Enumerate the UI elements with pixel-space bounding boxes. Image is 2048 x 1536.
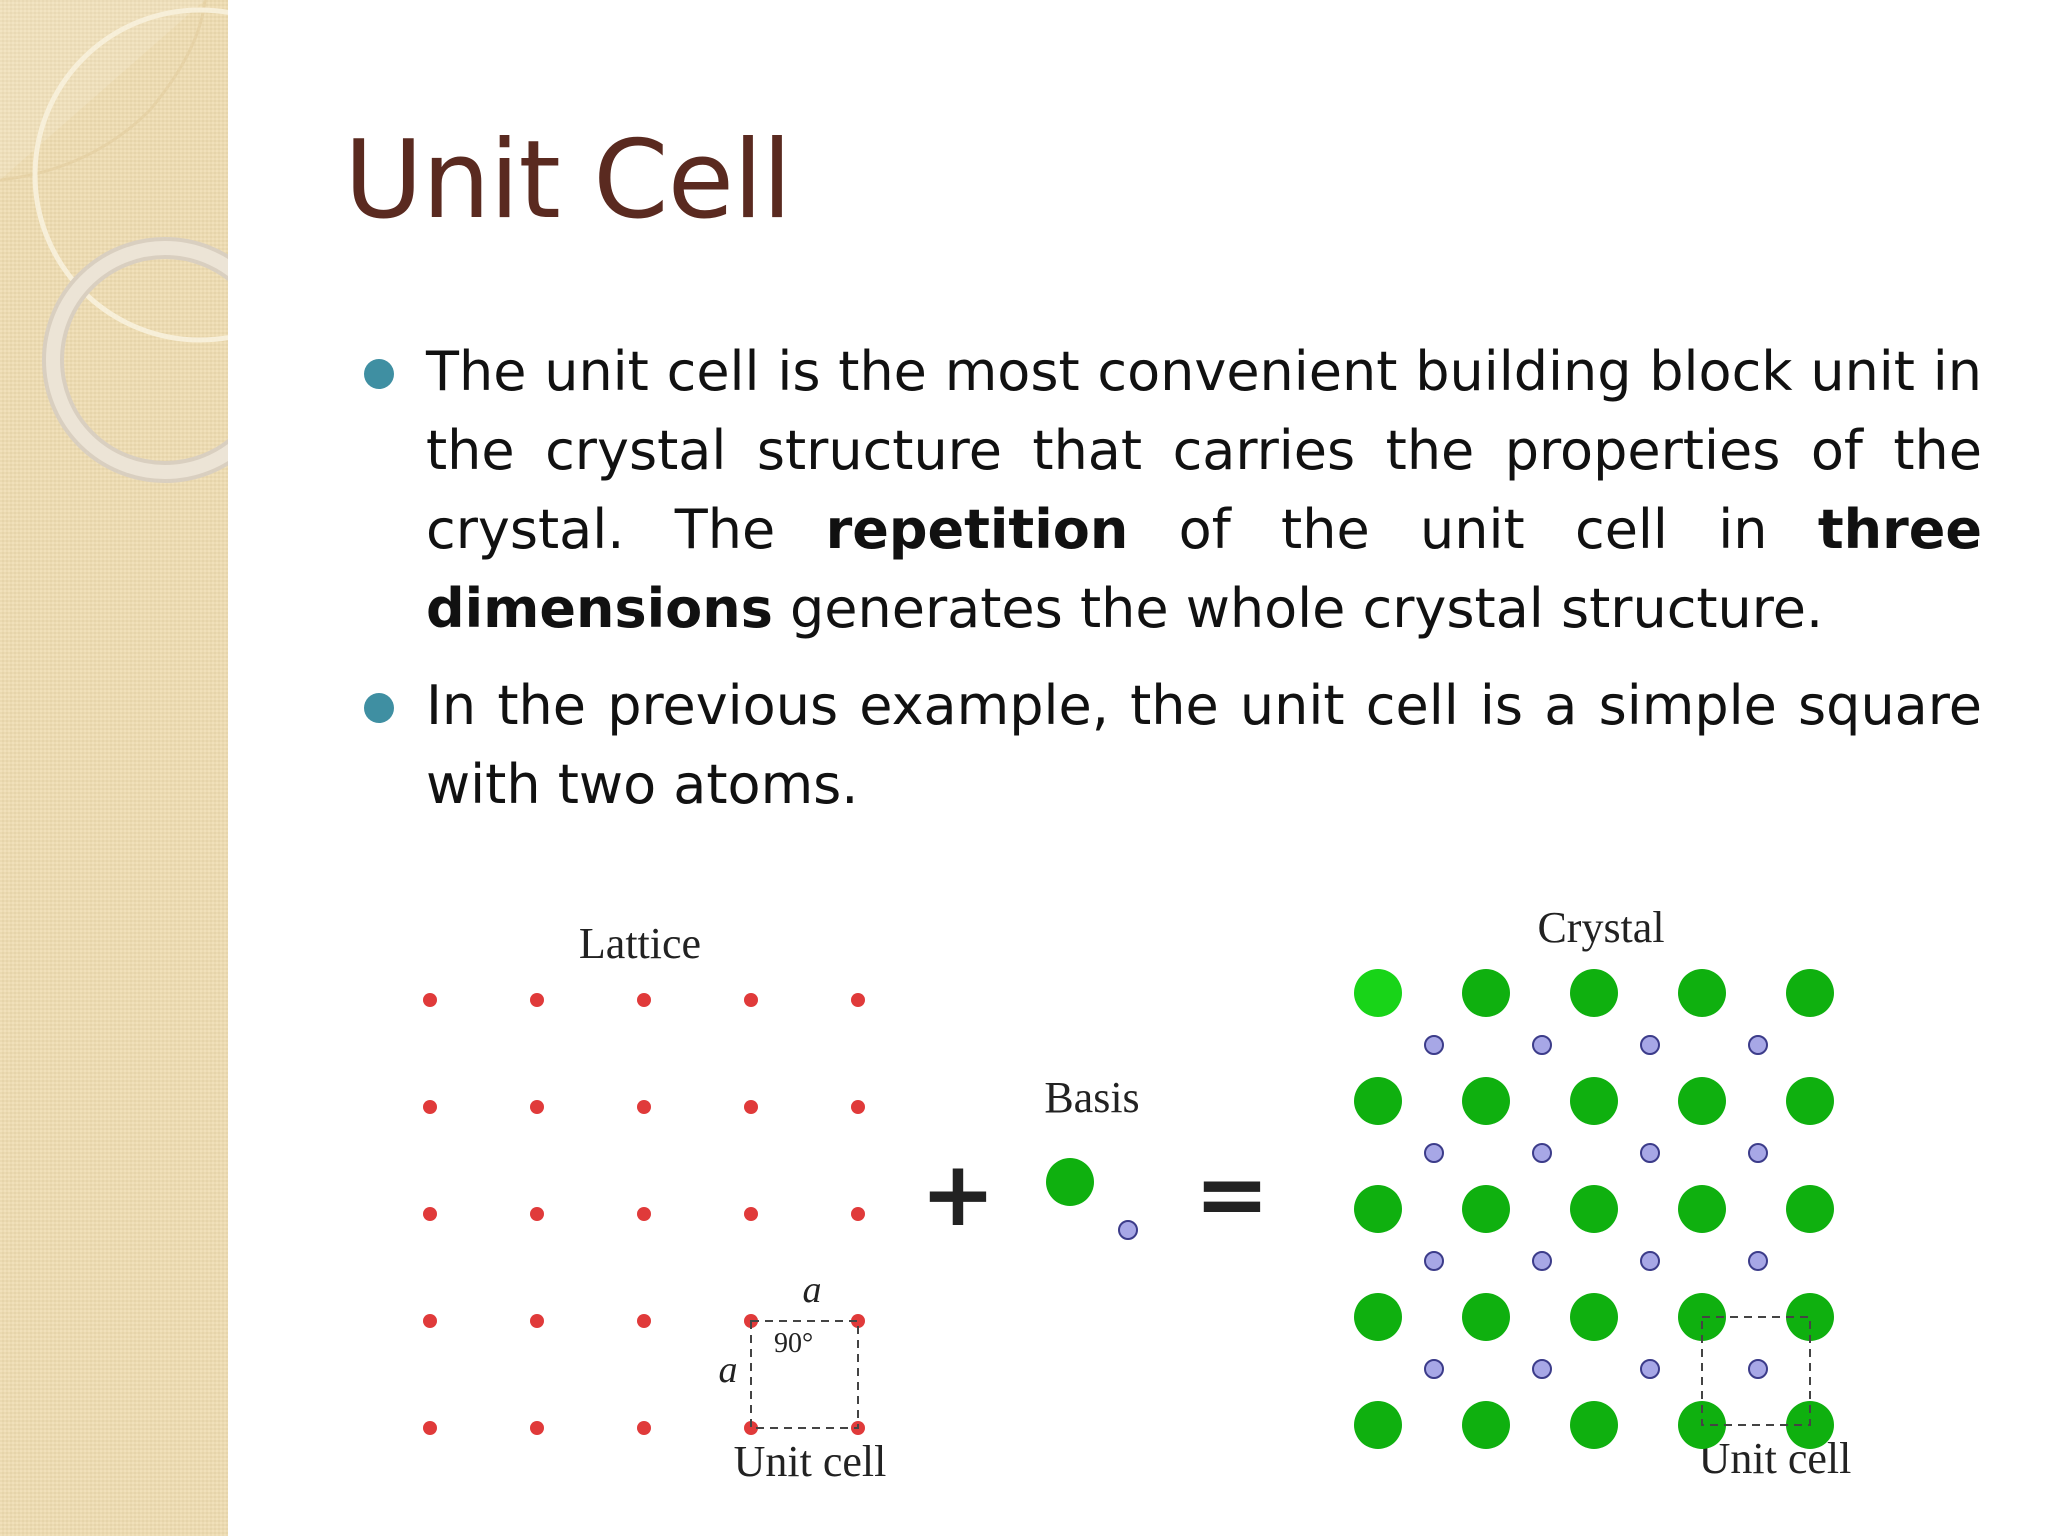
lattice-point — [637, 1314, 651, 1328]
side-length-label-left: a — [719, 1349, 738, 1391]
crystal-large-atom — [1354, 1293, 1402, 1341]
plus-sign: + — [920, 1142, 995, 1247]
lattice-point — [423, 993, 437, 1007]
lattice-point — [637, 1421, 651, 1435]
lattice-point — [637, 993, 651, 1007]
bold-term: three dimensions — [426, 498, 1982, 640]
lattice-point — [530, 993, 544, 1007]
crystal-large-atom — [1678, 1077, 1726, 1125]
crystal-large-atom — [1678, 1185, 1726, 1233]
crystal-small-atom — [1748, 1359, 1768, 1379]
crystal-small-atom — [1640, 1359, 1660, 1379]
lattice-point — [851, 1314, 865, 1328]
crystal-large-atom — [1354, 1185, 1402, 1233]
crystal-small-atom — [1532, 1143, 1552, 1163]
lattice-point — [744, 1421, 758, 1435]
bullet-icon — [364, 693, 394, 723]
bullet-item: The unit cell is the most convenient bui… — [364, 332, 1982, 648]
crystal-small-atom — [1640, 1035, 1660, 1055]
bullet-list: The unit cell is the most convenient bui… — [364, 332, 1982, 842]
lattice-point — [530, 1421, 544, 1435]
basis-large-atom — [1046, 1158, 1094, 1206]
crystal-large-atom — [1786, 1185, 1834, 1233]
lattice-point — [744, 993, 758, 1007]
lattice-point — [423, 1314, 437, 1328]
lattice-point — [851, 1100, 865, 1114]
lattice-point — [744, 1100, 758, 1114]
crystal-unit-cell-outline — [1701, 1316, 1811, 1426]
crystal-large-atom — [1462, 969, 1510, 1017]
lattice-point — [637, 1207, 651, 1221]
crystal-large-atom — [1462, 1185, 1510, 1233]
crystal-large-atom — [1678, 969, 1726, 1017]
basis-small-atom — [1118, 1220, 1138, 1240]
crystal-small-atom — [1424, 1035, 1444, 1055]
lattice-point — [530, 1100, 544, 1114]
basis-label: Basis — [1044, 1073, 1139, 1122]
crystal-label: Crystal — [1537, 903, 1664, 952]
lattice-point — [423, 1207, 437, 1221]
decorative-rings — [0, 0, 228, 483]
crystal-small-atom — [1424, 1359, 1444, 1379]
bullet-text: of the unit cell in — [1128, 498, 1818, 561]
crystal-small-atom — [1640, 1251, 1660, 1271]
slide-title: Unit Cell — [344, 118, 792, 243]
bullet-text: In the previous example, the unit cell i… — [426, 674, 1982, 816]
decorative-sidebar — [0, 0, 228, 1536]
crystal-large-atom — [1786, 969, 1834, 1017]
lattice-point — [530, 1207, 544, 1221]
lattice-label: Lattice — [579, 919, 701, 968]
lattice-point — [530, 1314, 544, 1328]
side-length-label-top: a — [803, 1269, 822, 1311]
lattice-point — [423, 1421, 437, 1435]
crystal-large-atom — [1354, 1401, 1402, 1449]
crystal-small-atom — [1532, 1359, 1552, 1379]
crystal-large-atom — [1462, 1401, 1510, 1449]
equals-sign: = — [1194, 1142, 1269, 1247]
crystal-small-atom — [1424, 1251, 1444, 1271]
crystal-large-atom — [1354, 1077, 1402, 1125]
lattice-point — [744, 1207, 758, 1221]
crystal-large-atom — [1570, 1293, 1618, 1341]
lattice-point — [637, 1100, 651, 1114]
lattice-basis-crystal-diagram: Lattice Basis Crystal + = Unit cell Unit… — [423, 903, 1852, 1486]
lattice-point — [851, 993, 865, 1007]
angle-label: 90° — [774, 1328, 813, 1359]
bullet-item: In the previous example, the unit cell i… — [364, 666, 1982, 824]
crystal-large-atom — [1570, 969, 1618, 1017]
crystal-unit-cell-label: Unit cell — [1699, 1434, 1852, 1483]
lattice-unit-cell-outline — [750, 1320, 859, 1429]
crystal-large-atom — [1570, 1185, 1618, 1233]
crystal-large-atom — [1462, 1293, 1510, 1341]
crystal-large-atom — [1570, 1401, 1618, 1449]
crystal-large-atom — [1786, 1077, 1834, 1125]
crystal-small-atom — [1424, 1143, 1444, 1163]
crystal-large-atom — [1462, 1077, 1510, 1125]
crystal-small-atom — [1748, 1143, 1768, 1163]
lattice-point — [851, 1207, 865, 1221]
crystal-small-atom — [1748, 1251, 1768, 1271]
crystal-large-atom — [1570, 1077, 1618, 1125]
bullet-text: The unit cell is the most convenient bui… — [426, 340, 1982, 561]
crystal-large-atom — [1354, 969, 1402, 1017]
crystal-large-atom — [1786, 1293, 1834, 1341]
bold-term: repetition — [825, 498, 1129, 561]
lattice-unit-cell-label: Unit cell — [734, 1437, 887, 1486]
lattice-point — [423, 1100, 437, 1114]
bullet-text: generates the whole crystal structure. — [772, 577, 1824, 640]
crystal-small-atom — [1640, 1143, 1660, 1163]
crystal-small-atom — [1748, 1035, 1768, 1055]
bullet-icon — [364, 359, 394, 389]
crystal-small-atom — [1532, 1251, 1552, 1271]
crystal-small-atom — [1532, 1035, 1552, 1055]
